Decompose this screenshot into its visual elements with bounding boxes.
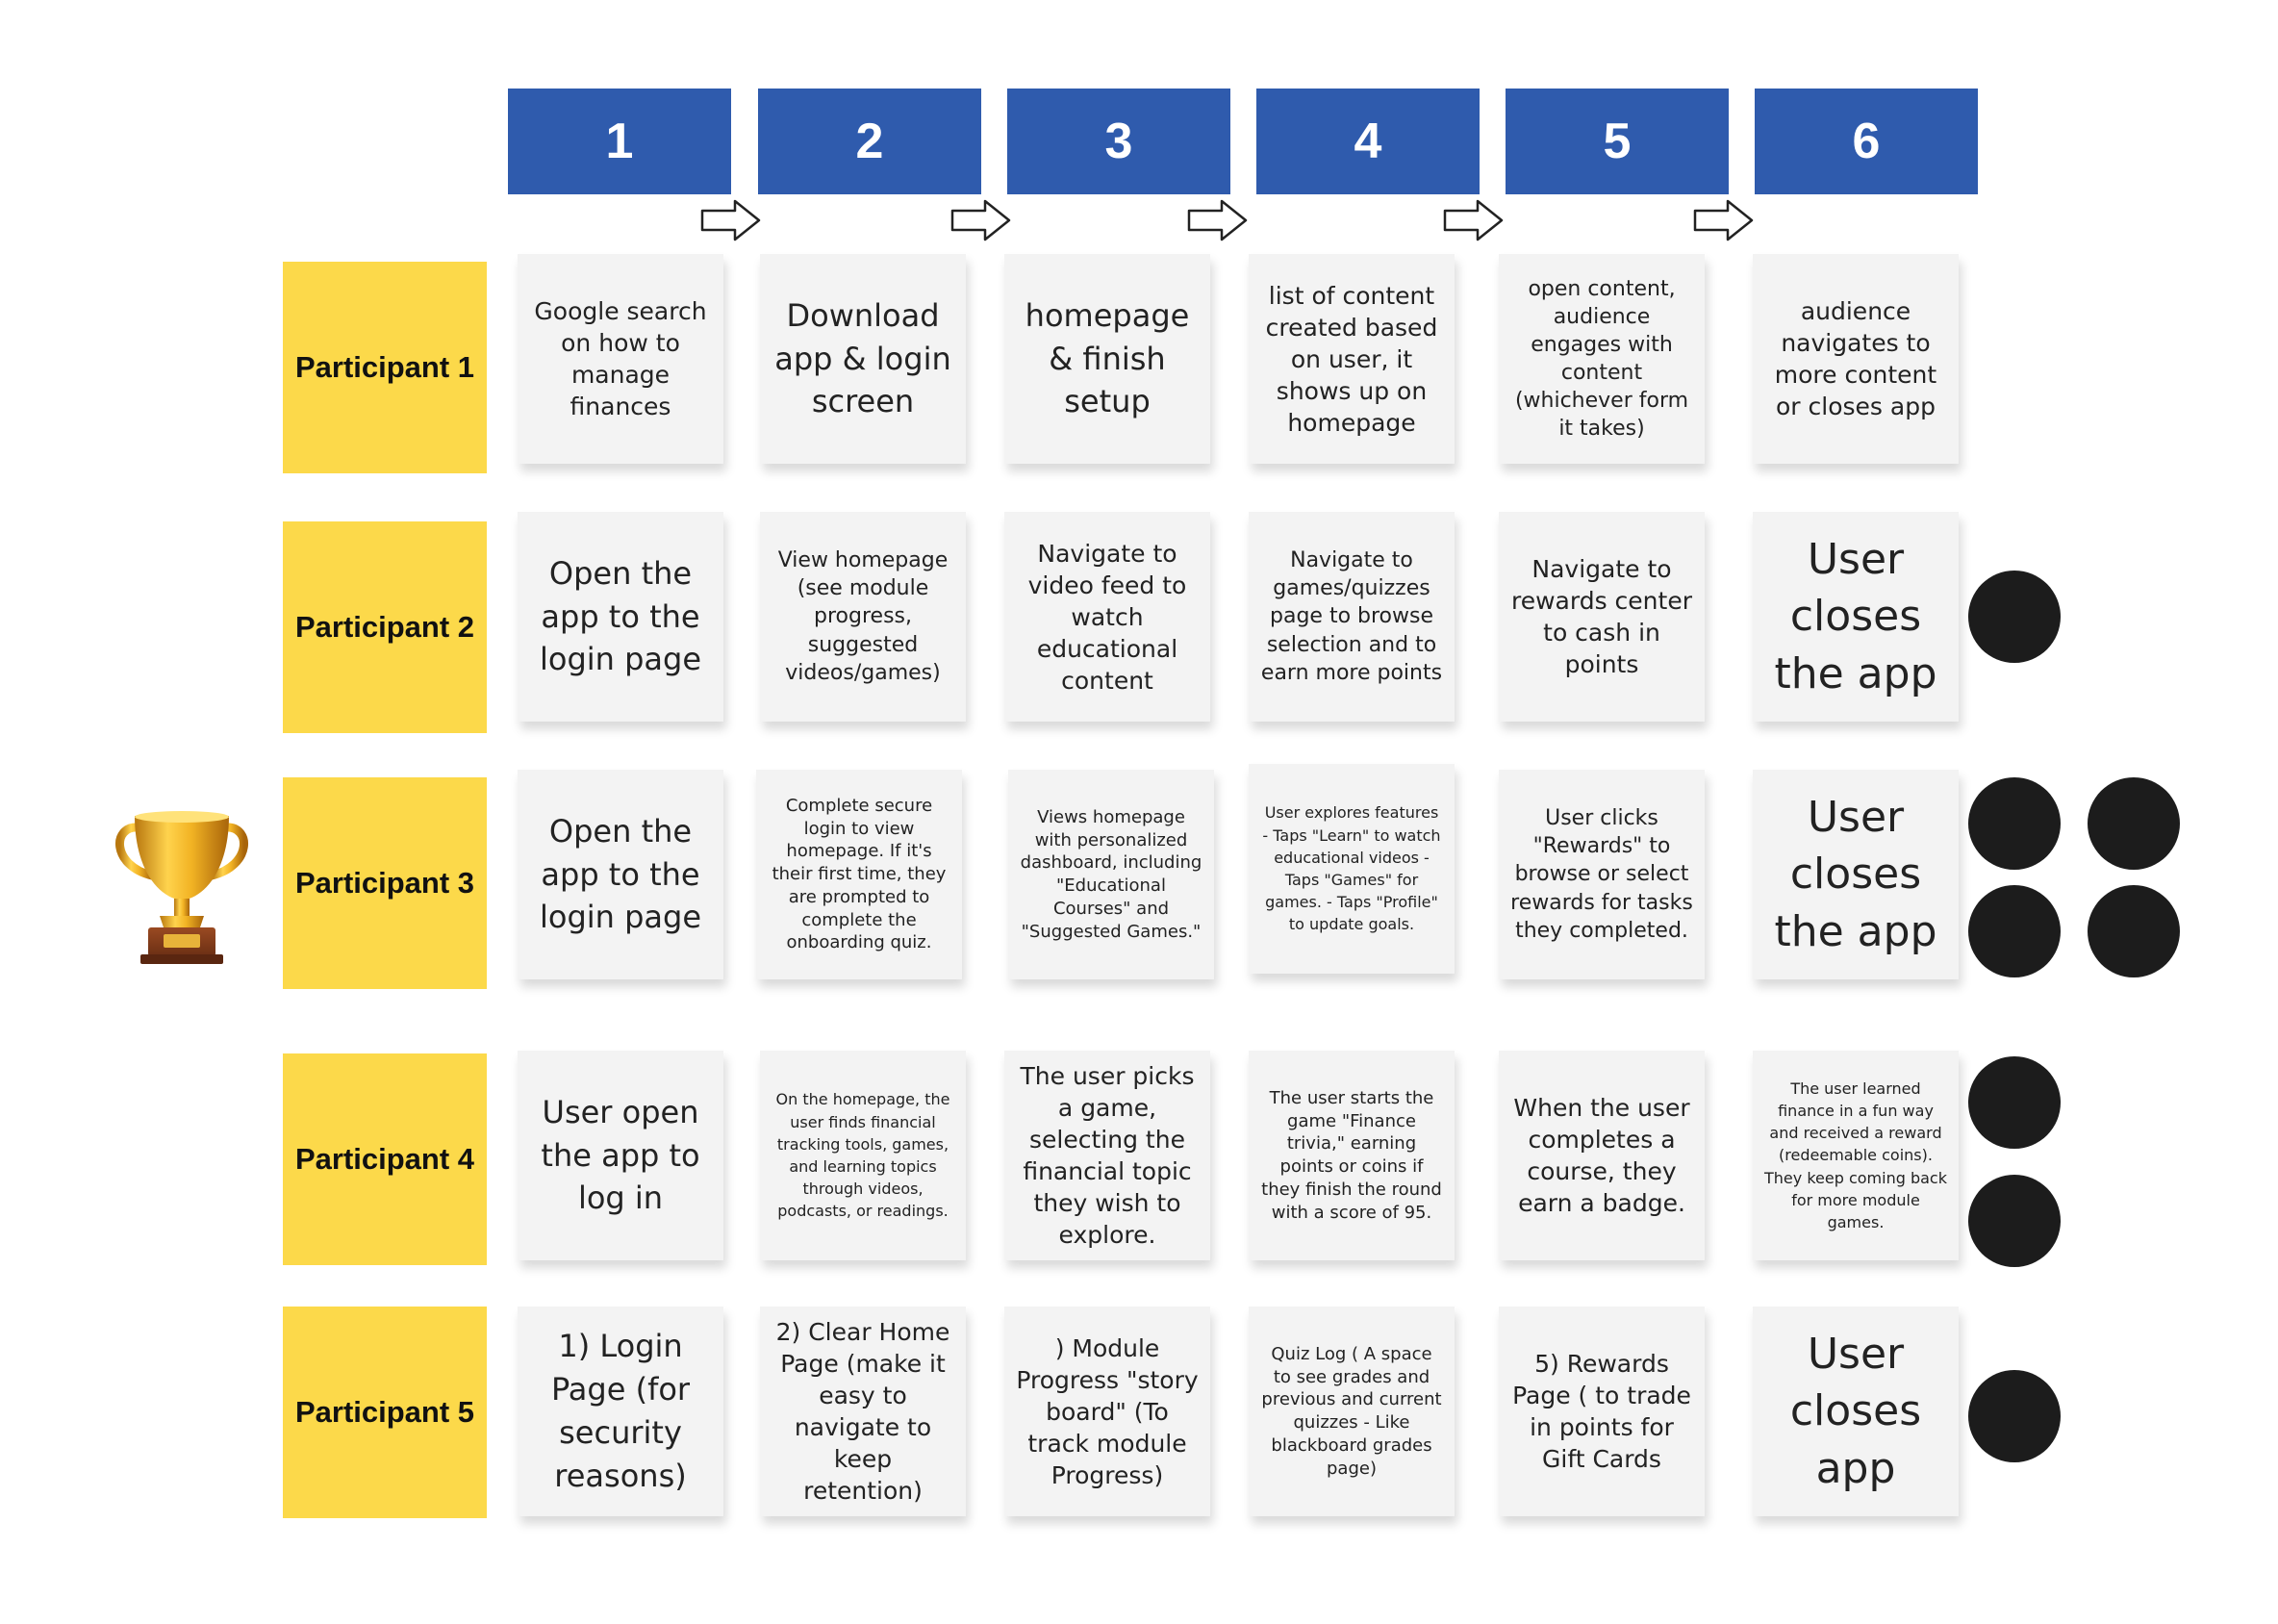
sticky-note: User open the app to log in <box>518 1051 723 1260</box>
sticky-note: 5) Rewards Page ( to trade in points for… <box>1499 1307 1705 1516</box>
sticky-note: User closes the app <box>1753 770 1959 979</box>
vote-dot <box>1968 777 2061 870</box>
sticky-note: User closes the app <box>1753 512 1959 722</box>
step-header-5: 5 <box>1506 89 1729 194</box>
step-header-2: 2 <box>758 89 981 194</box>
sticky-note: The user picks a game, selecting the fin… <box>1004 1051 1210 1260</box>
sticky-note: Download app & login screen <box>760 254 966 464</box>
right-arrow-icon <box>1187 199 1248 241</box>
participant-1-label: Participant 1 <box>283 262 487 473</box>
participant-3-label: Participant 3 <box>283 777 487 989</box>
sticky-note: 2) Clear Home Page (make it easy to navi… <box>760 1307 966 1516</box>
sticky-note: User explores features - Taps "Learn" to… <box>1249 764 1455 974</box>
sticky-note: On the homepage, the user finds financia… <box>760 1051 966 1260</box>
participant-5-label: Participant 5 <box>283 1307 487 1518</box>
sticky-note: View homepage (see module progress, sugg… <box>760 512 966 722</box>
sticky-note: The user starts the game "Finance trivia… <box>1249 1051 1455 1260</box>
participant-2-label: Participant 2 <box>283 521 487 733</box>
right-arrow-icon <box>700 199 761 241</box>
sticky-note: Complete secure login to view homepage. … <box>756 770 962 979</box>
sticky-note: User clicks "Rewards" to browse or selec… <box>1499 770 1705 979</box>
right-arrow-icon <box>1693 199 1754 241</box>
vote-dot <box>1968 571 2061 663</box>
sticky-note: open content, audience engages with cont… <box>1499 254 1705 464</box>
vote-dot <box>1968 885 2061 977</box>
participant-4-label: Participant 4 <box>283 1053 487 1265</box>
step-header-6: 6 <box>1755 89 1978 194</box>
sticky-note: User closes app <box>1753 1307 1959 1516</box>
sticky-note: Views homepage with personalized dashboa… <box>1008 770 1214 979</box>
sticky-note: Navigate to rewards center to cash in po… <box>1499 512 1705 722</box>
sticky-note: audience navigates to more content or cl… <box>1753 254 1959 464</box>
sticky-note: Navigate to video feed to watch educatio… <box>1004 512 1210 722</box>
sticky-note: Quiz Log ( A space to see grades and pre… <box>1249 1307 1455 1516</box>
right-arrow-icon <box>950 199 1011 241</box>
right-arrow-icon <box>1443 199 1504 241</box>
vote-dot <box>1968 1370 2061 1462</box>
trophy-icon <box>115 811 248 964</box>
step-header-4: 4 <box>1256 89 1480 194</box>
vote-dot <box>1968 1056 2061 1149</box>
sticky-note: Google search on how to manage finances <box>518 254 723 464</box>
sticky-note: list of content created based on user, i… <box>1249 254 1455 464</box>
sticky-note: 1) Login Page (for security reasons) <box>518 1307 723 1516</box>
sticky-note: Open the app to the login page <box>518 770 723 979</box>
sticky-note: Open the app to the login page <box>518 512 723 722</box>
vote-dot <box>2088 885 2180 977</box>
sticky-note: Navigate to games/quizzes page to browse… <box>1249 512 1455 722</box>
sticky-note: ) Module Progress "story board" (To trac… <box>1004 1307 1210 1516</box>
vote-dot <box>2088 777 2180 870</box>
sticky-note: When the user completes a course, they e… <box>1499 1051 1705 1260</box>
vote-dot <box>1968 1175 2061 1267</box>
step-header-3: 3 <box>1007 89 1230 194</box>
sticky-note: The user learned finance in a fun way an… <box>1753 1051 1959 1260</box>
sticky-note: homepage & finish setup <box>1004 254 1210 464</box>
step-header-1: 1 <box>508 89 731 194</box>
